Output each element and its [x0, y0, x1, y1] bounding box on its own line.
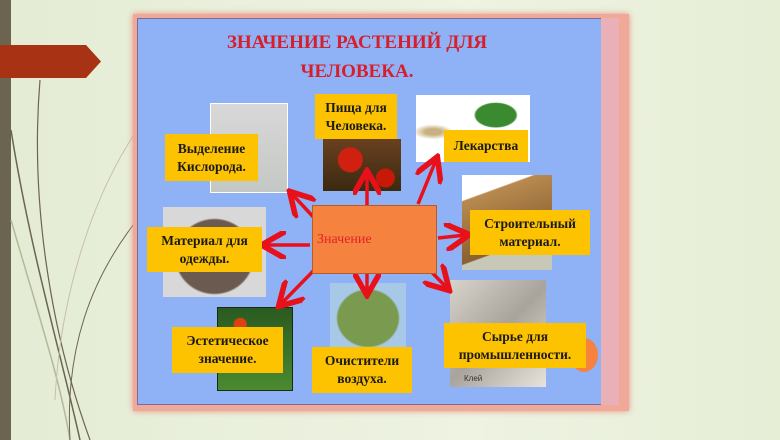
label-text: Пища для [325, 99, 387, 115]
label-medicine: Лекарства [444, 130, 528, 162]
label-text: значение. [198, 351, 257, 366]
label-text: Выделение [177, 140, 246, 156]
arrow-building [437, 235, 466, 238]
label-text: Материал для [161, 232, 248, 248]
label-text: промышленности. [458, 346, 572, 362]
label-building: Строительный материал. [470, 210, 590, 255]
label-industry: Сырье для промышленности. [444, 323, 586, 368]
decorative-curves [10, 79, 138, 440]
panel-right-strip [601, 18, 619, 405]
arrow-medicine [418, 160, 436, 205]
label-text: Сырье для [481, 328, 548, 344]
label-text: Лекарства [453, 138, 519, 153]
label-text: воздуха. [337, 371, 387, 386]
label-text: Кислорода. [177, 158, 246, 174]
center-label: Значение [317, 231, 372, 247]
label-text: материал. [499, 233, 561, 249]
label-clothes: Материал для одежды. [147, 227, 262, 272]
left-bar [0, 0, 11, 440]
title-line-1: ЗНАЧЕНИЕ РАСТЕНИЙ ДЛЯ [226, 32, 488, 53]
glue-caption: Клей [464, 374, 483, 383]
label-air: Очистители воздуха. [312, 347, 412, 393]
diagram-title: ЗНАЧЕНИЕ РАСТЕНИЙ ДЛЯ ЧЕЛОВЕКА. [177, 28, 537, 86]
title-accent-flag [0, 45, 101, 78]
label-aesthetic: Эстетическое значение. [172, 327, 283, 373]
label-text: Строительный [484, 215, 576, 231]
center-node: Значение [312, 205, 437, 274]
label-text: одежды. [179, 250, 230, 266]
label-text: Эстетическое [186, 333, 269, 348]
label-text: Человека. [325, 117, 387, 133]
title-line-2: ЧЕЛОВЕКА. [300, 61, 414, 82]
label-text: Очистители [324, 353, 400, 368]
